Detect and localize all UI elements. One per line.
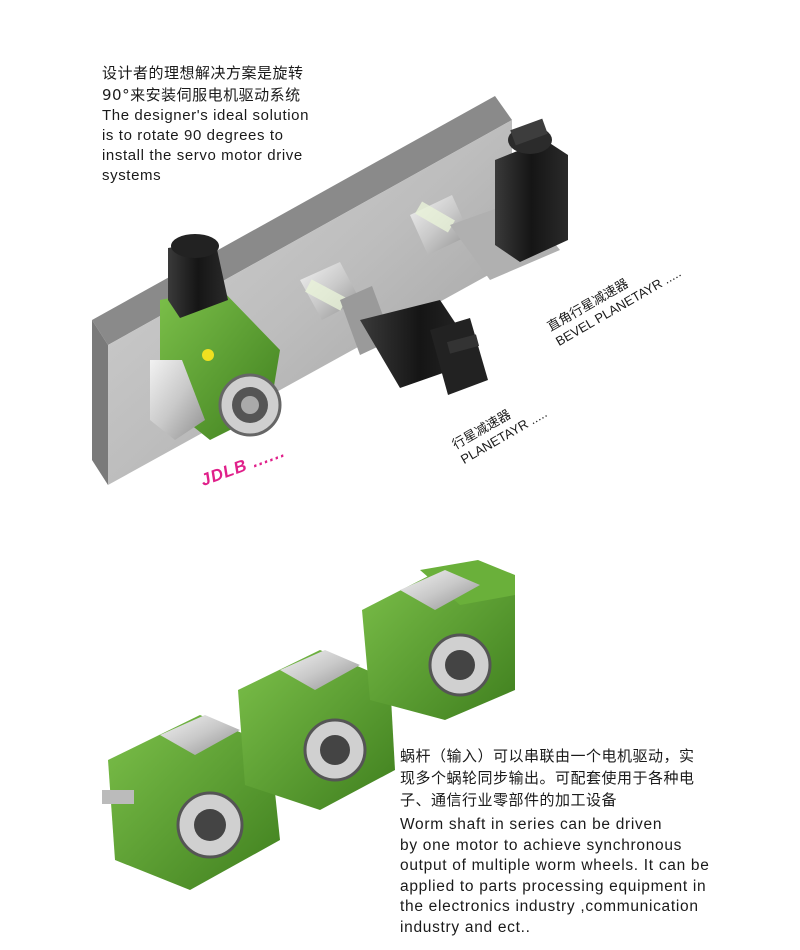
intro-en-line: install the servo motor drive (102, 147, 303, 164)
series-en-line: industry and ect.. (400, 918, 531, 936)
worm-gearbox-series (102, 560, 515, 890)
series-en-line: Worm shaft in series can be driven (400, 816, 663, 833)
intro-text: 设计者的理想解决方案是旋转 90°来安装伺服电机驱动系统 The designe… (102, 62, 332, 186)
intro-cn-line: 设计者的理想解决方案是旋转 (102, 64, 304, 82)
intro-en: The designer's ideal solution is to rota… (102, 106, 332, 186)
series-cn: 蜗杆（输入）可以串联由一个电机驱动，实 现多个蜗轮同步输出。可配套使用于各种电 … (400, 745, 740, 811)
series-cn-line: 子、通信行业零部件的加工设备 (400, 791, 618, 809)
series-en-line: by one motor to achieve synchronous (400, 836, 683, 854)
planetary-gearbox (300, 262, 488, 395)
series-cn-line: 蜗杆（输入）可以串联由一个电机驱动，实 (400, 747, 695, 765)
series-en-line: the electronics industry ,communication (400, 898, 699, 915)
intro-cn-line: 90°来安装伺服电机驱动系统 (102, 86, 301, 104)
bevel-planetary-gearbox (410, 118, 568, 280)
series-en: Worm shaft in series can be driven by on… (400, 815, 740, 938)
series-en-line: output of multiple worm wheels. It can b… (400, 857, 710, 874)
intro-cn: 设计者的理想解决方案是旋转 90°来安装伺服电机驱动系统 (102, 62, 332, 106)
series-description: 蜗杆（输入）可以串联由一个电机驱动，实 现多个蜗轮同步输出。可配套使用于各种电 … (400, 745, 740, 938)
intro-en-line: is to rotate 90 degrees to (102, 127, 284, 144)
intro-en-line: The designer's ideal solution (102, 107, 310, 124)
jdlb-gearbox (150, 234, 282, 440)
intro-en-line: systems (102, 167, 162, 184)
series-cn-line: 现多个蜗轮同步输出。可配套使用于各种电 (400, 769, 695, 787)
series-en-line: applied to parts processing equipment in (400, 877, 707, 895)
